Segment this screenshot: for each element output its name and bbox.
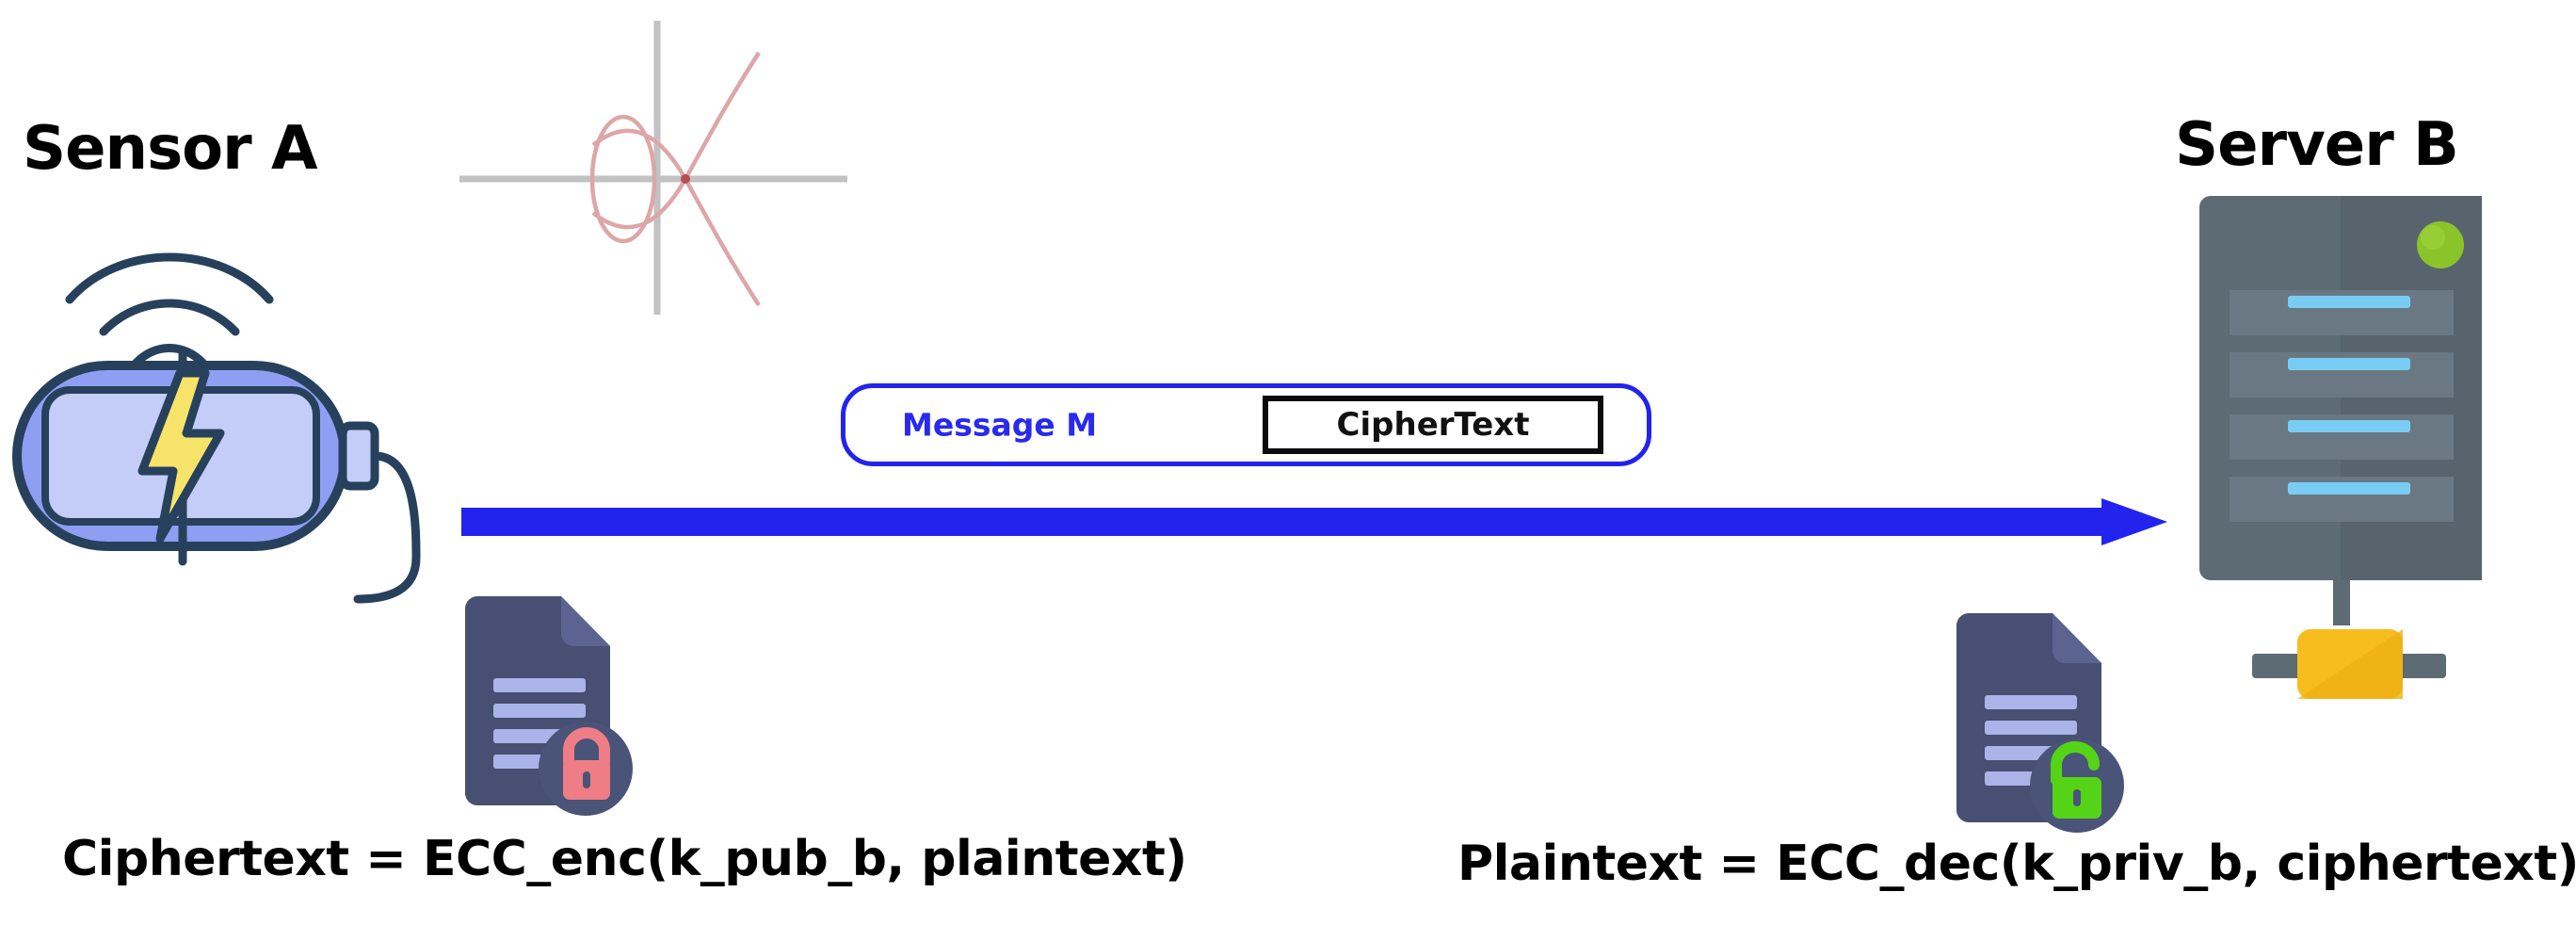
lock-closed-icon [563,726,610,800]
message-bubble[interactable]: Message M CipherText [841,383,1651,466]
transmission-arrow [461,495,2175,551]
curve-oval-branch [589,114,657,244]
sensor-title: Sensor A [23,114,317,184]
document-locked-icon [459,593,638,820]
server-stand-post [2333,580,2350,625]
server-rack-icon [2194,179,2504,801]
signal-wave-top-3 [131,344,208,368]
encryption-formula: Ciphertext = ECC_enc(k_pub_b, plaintext) [62,831,1187,887]
server-status-led-gloss [2421,225,2445,250]
sensor-cable [353,451,421,604]
server-title: Server B [2175,110,2459,180]
lightning-bolt-icon [137,368,225,544]
message-label: Message M [902,406,1098,444]
server-connector-shade [2297,629,2403,699]
lock-open-icon [2051,740,2101,819]
arrow-shaft [461,508,2107,536]
signal-wave-top-1 [65,252,274,304]
decryption-formula: Plaintext = ECC_dec(k_priv_b, ciphertext… [1457,836,2576,892]
ciphertext-chip[interactable]: CipherText [1263,396,1603,454]
battery-terminal [338,421,379,491]
document-fold [2053,613,2101,663]
curve-node-point [681,174,690,184]
curve-lower-branch [591,128,761,307]
ciphertext-chip-label: CipherText [1336,406,1530,444]
battery-sensor-icon [8,188,422,699]
document-unlocked-icon [1951,610,2130,836]
server-bays [2230,290,2454,522]
document-fold [561,596,610,646]
elliptic-curve-icon [443,0,857,324]
signal-wave-top-2 [99,299,240,336]
arrow-head-icon [2101,498,2167,545]
curve-upper-branch [591,51,761,230]
